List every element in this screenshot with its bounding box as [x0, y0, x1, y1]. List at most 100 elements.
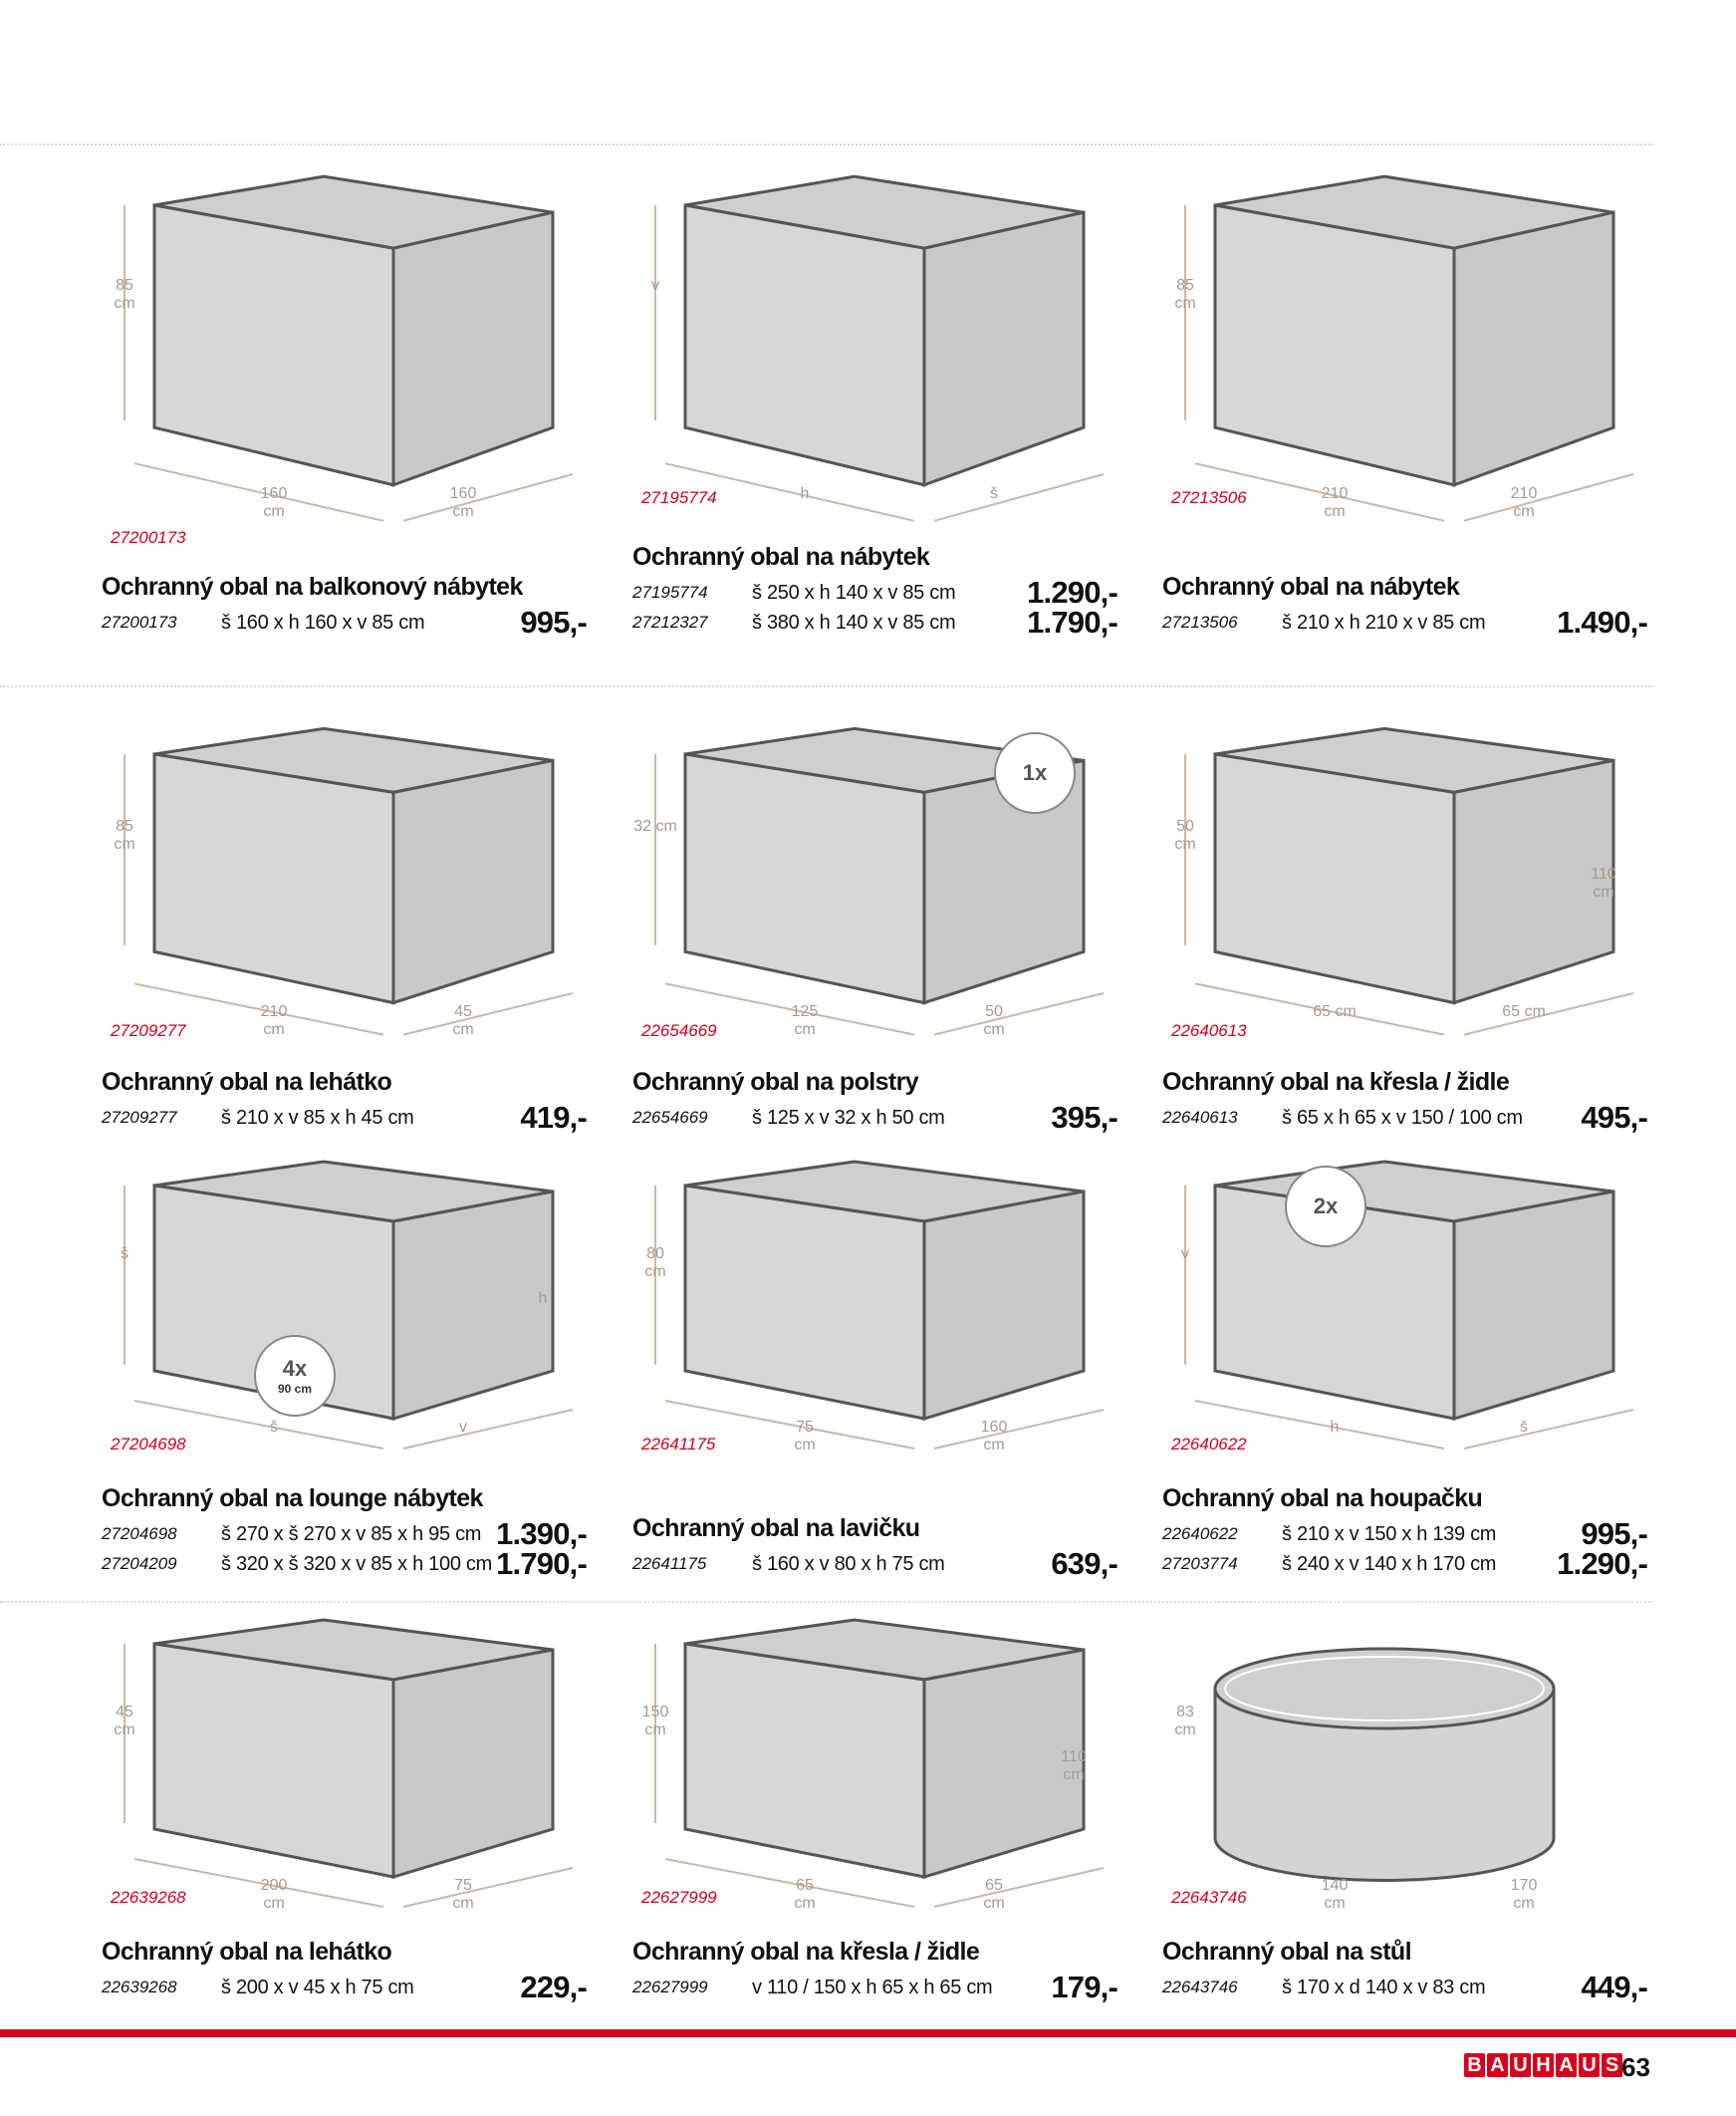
logo-letter: S	[1602, 2053, 1622, 2077]
dimension-label: 50 cm	[1174, 818, 1196, 853]
product-title: Ochranný obal na houpačku	[1162, 1484, 1483, 1512]
cover-illustration	[124, 726, 574, 1036]
zipper-count: 2x	[1313, 1193, 1339, 1218]
variant-spec: v 110 / 150 x h 65 x h 65 cm	[752, 1976, 993, 1998]
variant-price: 995,-	[1581, 1516, 1647, 1551]
dimension-label: 160 cm	[980, 1419, 1008, 1454]
dimension-label: h	[800, 484, 810, 502]
dimension-label: 160 cm	[449, 484, 477, 520]
article-number-label: 22654669	[641, 1021, 717, 1040]
dimension-label: 210 cm	[1321, 484, 1349, 520]
dimension-label: h	[1330, 1419, 1340, 1436]
dimension-label: 32 cm	[633, 818, 677, 835]
dimension-label: v	[651, 277, 659, 294]
variant-code: 22643746	[1162, 1978, 1238, 1996]
article-number-label: 22639268	[111, 1888, 186, 1907]
article-number-label: 22627999	[641, 1888, 717, 1907]
dimension-label: 125 cm	[791, 1002, 819, 1038]
dimension-label: 80 cm	[644, 1245, 666, 1280]
dimension-label: 160 cm	[260, 484, 288, 520]
variant-spec: š 240 x v 140 x h 170 cm	[1282, 1552, 1497, 1575]
dimension-label: 83 cm	[1174, 1704, 1196, 1738]
dimension-label: 50 cm	[983, 1002, 1005, 1038]
dimension-label: 45 cm	[114, 1704, 135, 1738]
variant-price: 639,-	[1051, 1546, 1117, 1581]
cover-illustration	[1184, 726, 1634, 1036]
dimension-label: š	[1520, 1419, 1528, 1436]
variant-price: 449,-	[1581, 1970, 1647, 2004]
article-number-label: 27195774	[641, 488, 717, 507]
variant-row: 22643746 š 170 x d 140 x v 83 cm 449,-	[1162, 1970, 1648, 2004]
article-number-label: 27209277	[111, 1021, 186, 1040]
article-number-label: 27204698	[111, 1435, 186, 1454]
zipper-count: 1x	[1022, 760, 1048, 785]
product-illustration: 32 cm 125 cm 50 cm 1x	[625, 722, 1123, 1041]
dimension-label: v	[459, 1419, 467, 1436]
variant-code: 27212327	[632, 613, 708, 632]
zipper-count-badge: 1x	[994, 732, 1076, 814]
variant-code: 27204698	[102, 1524, 177, 1543]
variant-code: 27200173	[102, 613, 177, 632]
variant-code: 22627999	[632, 1978, 708, 1996]
variant-spec: š 210 x v 150 x h 139 cm	[1282, 1522, 1497, 1545]
variant-spec: š 170 x d 140 x v 83 cm	[1282, 1976, 1486, 1998]
article-number-label: 22640613	[1171, 1021, 1247, 1040]
cover-illustration	[1184, 174, 1634, 522]
dimension-label: 75 cm	[452, 1877, 474, 1912]
variant-price: 419,-	[520, 1100, 587, 1135]
product-title: Ochranný obal na křesla / židle	[632, 1938, 980, 1966]
variant-code: 22641175	[632, 1554, 707, 1573]
dimension-label: 150 cm	[641, 1704, 669, 1738]
variant-spec: š 270 x š 270 x v 85 x h 95 cm	[221, 1522, 482, 1545]
variant-spec: š 320 x š 320 x v 85 x h 100 cm	[221, 1552, 492, 1575]
variant-price: 179,-	[1051, 1970, 1117, 2004]
logo-letter: A	[1556, 2053, 1577, 2077]
logo-letter: A	[1487, 2053, 1508, 2077]
dimension-label: 110 cm	[1591, 866, 1616, 901]
product-title: Ochranný obal na nábytek	[632, 543, 930, 571]
dimension-label: 45 cm	[452, 1002, 474, 1038]
table-cover-illustration	[1213, 1647, 1556, 1882]
logo-letter: U	[1510, 2053, 1531, 2077]
product-title: Ochranný obal na polstry	[632, 1068, 919, 1096]
variant-code: 27209277	[102, 1108, 177, 1127]
cover-illustration	[124, 1618, 574, 1908]
product-title: Ochranný obal na lehátko	[102, 1938, 392, 1966]
cover-illustration	[654, 1160, 1105, 1450]
article-number-label: 27213506	[1171, 488, 1247, 507]
dimension-label: 65 cm	[1313, 1002, 1357, 1020]
cover-illustration	[124, 174, 574, 522]
logo-letter: B	[1464, 2053, 1485, 2077]
variant-code: 27213506	[1162, 613, 1238, 632]
product-title: Ochranný obal na lounge nábytek	[102, 1484, 483, 1512]
page-number: 63	[1621, 2052, 1650, 2082]
dimension-label: 110 cm	[1061, 1748, 1087, 1783]
variant-spec: š 160 x h 160 x v 85 cm	[221, 611, 425, 634]
dimension-label: h	[538, 1290, 548, 1307]
